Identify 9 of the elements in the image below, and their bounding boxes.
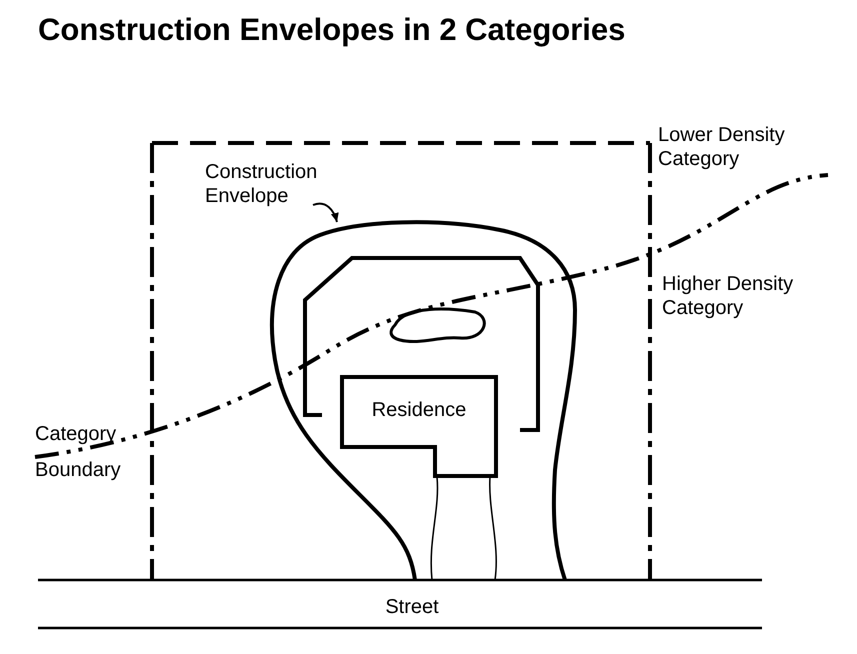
callout-label: Construction Envelope: [205, 160, 355, 208]
zone-label: Higher Density Category: [662, 272, 794, 320]
residence-label: Residence: [370, 398, 468, 422]
boundary-label: Category Boundary: [35, 422, 122, 483]
diagram-title: Construction Envelopes in 2 Categories: [38, 12, 626, 48]
zone-label: Lower Density Category: [658, 123, 786, 171]
residence-outline: [340, 375, 498, 478]
leader-line: [312, 202, 338, 222]
street-label: Street: [384, 595, 440, 619]
